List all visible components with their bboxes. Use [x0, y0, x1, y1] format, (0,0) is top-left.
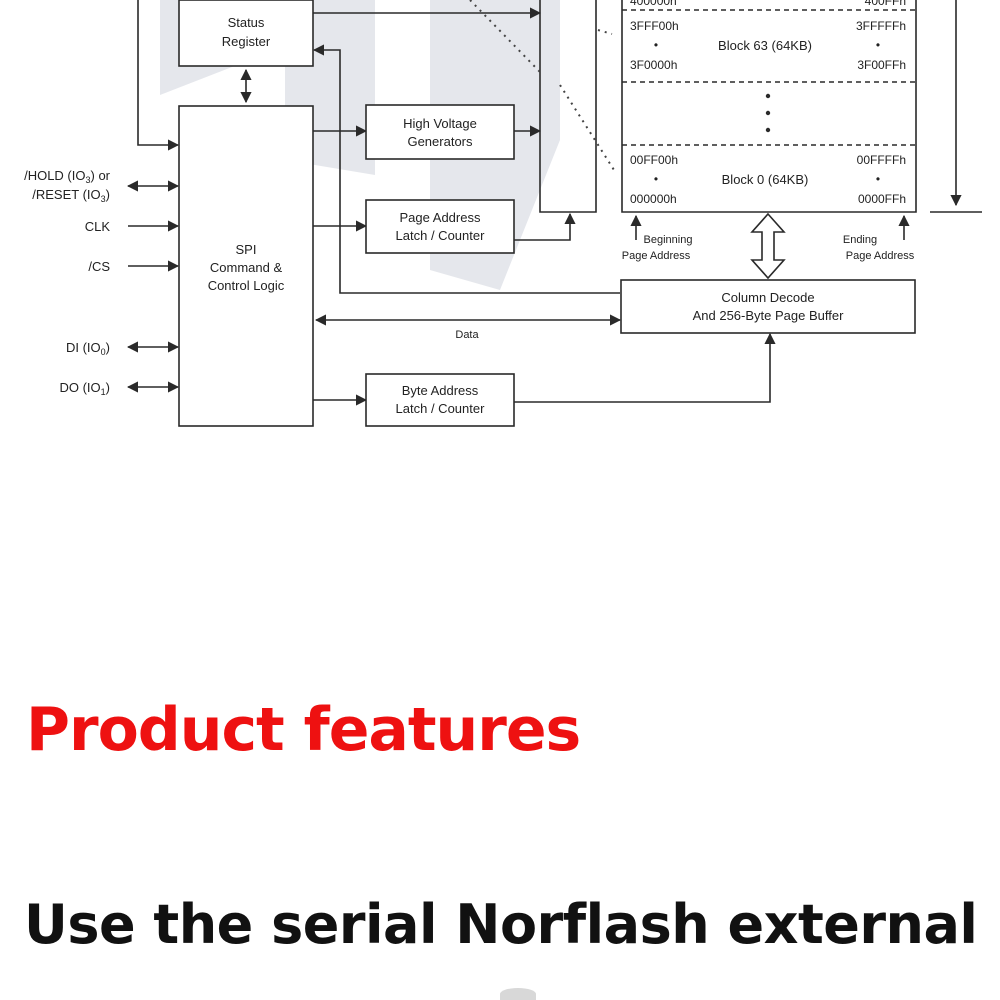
block0-start-hi: 00FF00h	[630, 153, 678, 167]
block0-end-lo: 0000FFh	[858, 192, 906, 206]
norflash-subheading: Use the serial Norflash external	[24, 893, 978, 956]
pin-reset-label: /RESET (IO3)	[32, 187, 110, 204]
block63-end-lo: 3F00FFh	[857, 58, 906, 72]
memory-separators	[622, 9, 916, 146]
pin-clk-label: CLK	[85, 219, 111, 234]
wires	[137, 0, 982, 406]
ending-label-2: Page Address	[846, 250, 915, 262]
pin-cs-label: /CS	[88, 259, 110, 274]
block63-start-lo: 3F0000h	[630, 58, 677, 72]
block63-bullet-left: •	[654, 38, 658, 52]
mem-top-left: 400000h	[630, 0, 677, 8]
high-voltage-label-1: High Voltage	[403, 116, 477, 131]
byte-address-label-2: Latch / Counter	[396, 401, 486, 416]
byte-address-label-1: Byte Address	[402, 383, 479, 398]
high-voltage-box	[365, 104, 515, 160]
status-register-box	[178, 0, 314, 67]
pin-hold-label: /HOLD (IO3) or	[24, 168, 111, 185]
block63-bullet-right: •	[876, 38, 880, 52]
data-bus-label: Data	[455, 329, 479, 341]
spi-logic-box	[178, 105, 314, 427]
block63-start-hi: 3FFF00h	[630, 19, 679, 33]
high-voltage-label-2: Generators	[407, 134, 473, 149]
beginning-label-2: Page Address	[622, 250, 691, 262]
status-register-label-1: Status	[228, 15, 265, 30]
beginning-label-1: Beginning	[644, 234, 693, 246]
block0-label: Block 0 (64KB)	[722, 172, 809, 187]
block0-bullet-right: •	[876, 172, 880, 186]
watermark-fragment	[500, 988, 536, 1000]
block-boxes	[178, 0, 916, 427]
column-decode-label-2: And 256-Byte Page Buffer	[693, 308, 844, 323]
pin-do-label: DO (IO1)	[59, 380, 110, 397]
block-diagram: Status Register SPI Command & Control Lo…	[24, 0, 982, 427]
block0-start-lo: 000000h	[630, 192, 677, 206]
ending-label-1: Ending	[843, 234, 877, 246]
memory-ellipsis	[765, 93, 771, 133]
byte-address-box	[365, 373, 515, 427]
pin-di-label: DI (IO0)	[66, 340, 110, 357]
spi-label-3: Control Logic	[208, 278, 285, 293]
block0-bullet-left: •	[654, 172, 658, 186]
block63-label: Block 63 (64KB)	[718, 38, 812, 53]
pin-arrows	[126, 180, 180, 393]
status-register-label-2: Register	[222, 34, 271, 49]
page-address-label-2: Latch / Counter	[396, 228, 486, 243]
page-address-box	[365, 199, 515, 254]
double-arrow	[750, 212, 786, 280]
spi-label-2: Command &	[210, 260, 283, 275]
page-address-label-1: Page Address	[400, 210, 481, 225]
product-features-heading: Product features	[26, 695, 581, 765]
column-decode-box	[620, 279, 916, 334]
block63-end-hi: 3FFFFFh	[856, 19, 906, 33]
spi-label-1: SPI	[236, 242, 257, 257]
block0-end-hi: 00FFFFh	[857, 153, 906, 167]
mem-top-right: 400FFh	[865, 0, 906, 8]
dotted-pointers	[469, 0, 615, 171]
column-decode-label-1: Column Decode	[721, 290, 814, 305]
